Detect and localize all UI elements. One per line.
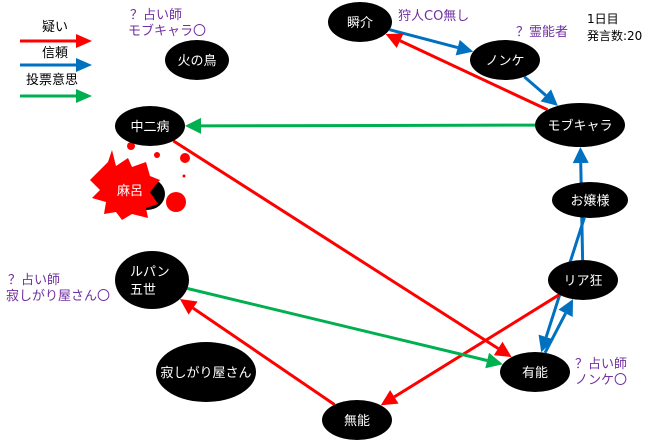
- arrowhead-icon: [380, 390, 399, 406]
- note-seer-nonke: ？占い師ノンケ〇: [575, 357, 627, 389]
- node-ellipse: [165, 40, 229, 80]
- arrowhead-icon: [493, 341, 512, 358]
- note-line: ？占い師: [130, 8, 183, 23]
- legend-arrow-suspicion: [76, 34, 92, 48]
- note-line: モブキャラ〇: [128, 24, 207, 39]
- edge-line: [543, 312, 567, 354]
- node-ellipse: [115, 106, 185, 146]
- legend-label-vote: 投票意思: [26, 73, 79, 88]
- note-line: ？占い師: [575, 357, 628, 372]
- node-riakyo[interactable]: リア狂: [548, 260, 618, 300]
- legend-arrow-trust: [76, 58, 92, 72]
- note-hunter: 狩人CO無し: [398, 9, 470, 24]
- node-ellipse: [500, 352, 570, 392]
- edge-shunsuke-nonke: [389, 28, 474, 56]
- edge-riakyo-muno: [380, 293, 561, 406]
- legend-arrows: [20, 34, 92, 103]
- node-label: 火の鳥: [177, 54, 216, 69]
- node-label: 瞬介: [347, 16, 373, 31]
- node-label: お嬢様: [570, 194, 609, 209]
- edge-yuno-riakyo: [543, 299, 574, 354]
- remark-count: 発言数:20: [587, 29, 643, 43]
- node-ojou[interactable]: お嬢様: [552, 182, 628, 218]
- edge-line: [200, 123, 536, 128]
- note-line: ？占い師: [8, 273, 61, 288]
- note-line: 寂しがり屋さん〇: [6, 289, 111, 304]
- node-chuni[interactable]: 中二病: [115, 106, 185, 146]
- edge-line: [192, 306, 336, 406]
- node-label: ルパン: [130, 265, 170, 280]
- blood-splatter-icon: [90, 142, 190, 220]
- legend-arrow-vote: [76, 89, 92, 103]
- node-label: 有能: [522, 366, 548, 381]
- node-label: ノンケ: [485, 54, 524, 69]
- arrowhead-icon: [558, 299, 574, 318]
- edge-mob-shunsuke: [385, 33, 549, 112]
- node-hinotori[interactable]: 火の鳥: [165, 40, 229, 80]
- arrowhead-icon: [455, 39, 474, 56]
- node-ellipse: [115, 251, 189, 309]
- note-seer-mob: ？占い師モブキャラ〇: [128, 8, 206, 40]
- edge-nonke-mob: [523, 75, 558, 106]
- edge-line: [399, 39, 549, 112]
- edge-line: [172, 139, 499, 350]
- legend-label-trust: 信頼: [42, 46, 69, 61]
- node-ellipse: [156, 342, 256, 402]
- edge-line: [389, 28, 459, 50]
- node-ellipse: [322, 400, 392, 440]
- node-ellipse: [328, 2, 392, 42]
- note-seer-sabishi: ？占い師寂しがり屋さん〇: [6, 273, 110, 305]
- note-line: ノンケ〇: [575, 373, 628, 388]
- node-yuno[interactable]: 有能: [500, 352, 570, 392]
- node-muno[interactable]: 無能: [322, 400, 392, 440]
- edge-chuni-yuno: [172, 139, 512, 358]
- arrowhead-icon: [385, 33, 404, 49]
- node-label: 麻呂: [117, 184, 143, 199]
- node-shunsuke[interactable]: 瞬介: [328, 2, 392, 42]
- edge-line: [393, 293, 561, 399]
- node-label: モブキャラ: [547, 118, 612, 134]
- node-label: 中二病: [130, 120, 169, 135]
- day-label: 1日目: [587, 12, 619, 26]
- arrowhead-icon: [540, 89, 558, 106]
- arrowhead-icon: [572, 146, 589, 164]
- node-ellipse: [548, 260, 618, 300]
- node-label: 寂しがり屋さん: [160, 365, 251, 381]
- node-label: 無能: [344, 414, 370, 429]
- node-nonke[interactable]: ノンケ: [470, 40, 540, 80]
- node-ellipse: [552, 182, 628, 218]
- node-mob[interactable]: モブキャラ: [535, 103, 625, 147]
- edge-line: [523, 75, 547, 97]
- node-maro[interactable]: 麻呂: [117, 184, 143, 199]
- node-sabishi[interactable]: 寂しがり屋さん: [156, 342, 256, 402]
- node-ellipse: [470, 40, 540, 80]
- legend-label-suspicion: 疑い: [42, 20, 69, 35]
- edge-mob-chuni: [184, 117, 536, 134]
- edge-muno-lupin: [179, 299, 336, 406]
- arrowhead-icon: [184, 117, 202, 134]
- edge-lupin-yuno: [187, 287, 503, 369]
- arrowhead-icon: [179, 299, 198, 315]
- arrowhead-icon: [485, 352, 503, 369]
- note-medium: ？霊能者: [516, 25, 569, 40]
- node-label: リア狂: [563, 274, 602, 289]
- edge-line: [187, 287, 488, 362]
- node-ellipse: [535, 103, 625, 147]
- node-label: 五世: [130, 283, 156, 298]
- arrowhead-icon: [538, 334, 554, 353]
